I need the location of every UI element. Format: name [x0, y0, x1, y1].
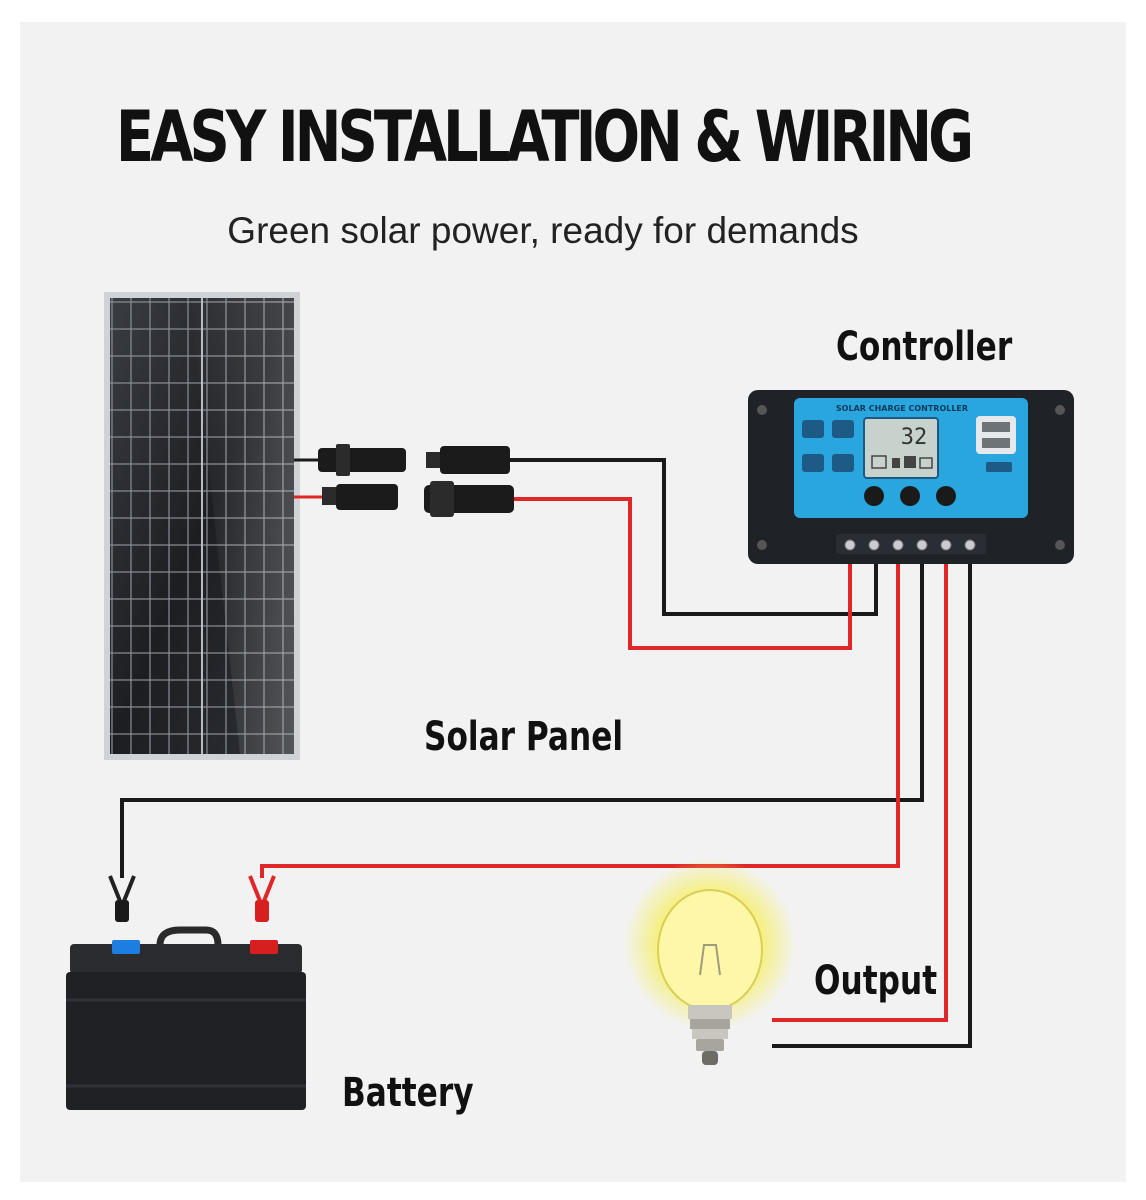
- set-button[interactable]: [900, 486, 920, 506]
- charge-controller: SOLAR CHARGE CONTROLLER 32: [748, 390, 1074, 564]
- wire-pv-positive: [514, 497, 852, 650]
- wire-pv-negative: [510, 458, 878, 616]
- wire-output-negative: [772, 548, 972, 1048]
- page-subtitle: Green solar power, ready for demands: [227, 210, 859, 251]
- mc4-connector-positive-female: [424, 481, 514, 517]
- usb-ports: [976, 416, 1016, 472]
- panel-leads: [294, 458, 322, 499]
- lcd-value: 32: [901, 425, 928, 450]
- page-title: EASY INSTALLATION & WIRING: [115, 96, 974, 178]
- controller-label: Controller: [836, 324, 1013, 370]
- controller-brand-text: SOLAR CHARGE CONTROLLER: [836, 404, 968, 413]
- wire-battery-negative: [120, 548, 924, 878]
- wire-output-positive: [772, 548, 948, 1022]
- mc4-connector-negative-male: [318, 444, 406, 476]
- battery-label: Battery: [342, 1070, 474, 1116]
- solar-panel-label: Solar Panel: [424, 714, 624, 760]
- menu-button[interactable]: [864, 486, 884, 506]
- light-bulb-icon: [624, 858, 796, 1065]
- battery: [66, 926, 306, 1110]
- mode-button[interactable]: [936, 486, 956, 506]
- terminal-block: [836, 534, 986, 554]
- mc4-connector-positive-male: [322, 484, 398, 510]
- output-label: Output: [814, 958, 938, 1004]
- negative-clamp-icon: [108, 875, 136, 922]
- solar-panel: [104, 292, 300, 760]
- wire-battery-positive: [260, 548, 900, 878]
- lcd-status-icons: [871, 455, 933, 469]
- positive-clamp-icon: [248, 875, 276, 922]
- mc4-connector-negative-female: [426, 446, 510, 474]
- mode-icons: [802, 420, 854, 472]
